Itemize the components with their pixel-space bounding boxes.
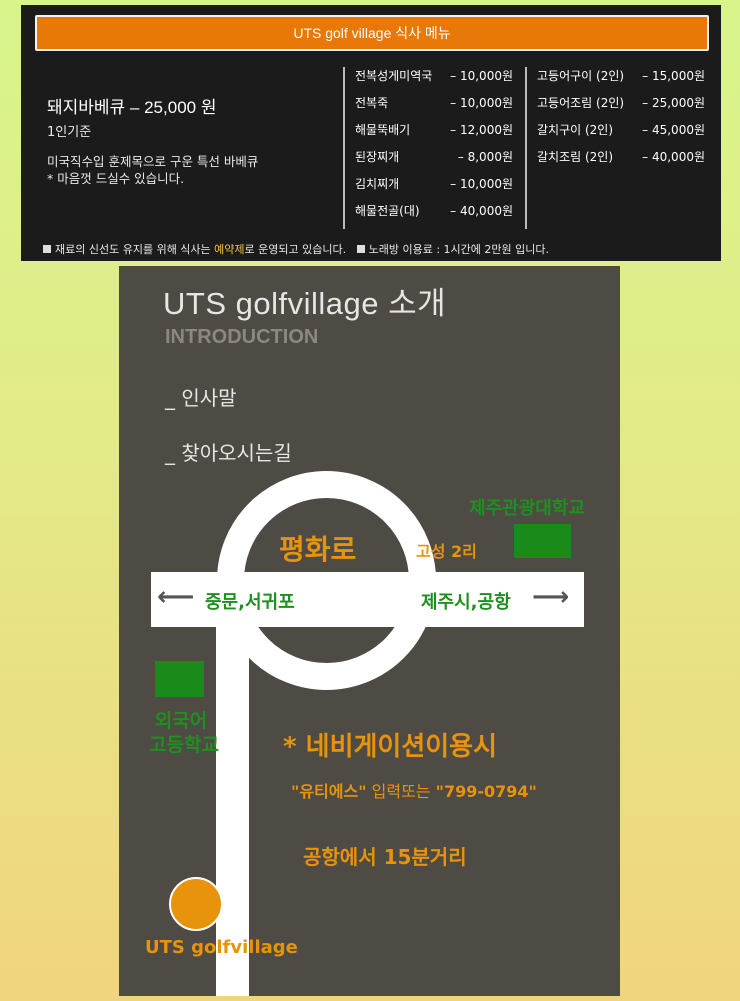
navi-keyword: "유티에스": [291, 782, 367, 801]
road-name-label: 평화로: [279, 533, 357, 566]
intro-title: UTS golfvillage 소개: [163, 286, 447, 321]
menu-item-price: – 10,000원: [450, 69, 513, 83]
main-dish-basis: 1인기준: [47, 125, 92, 140]
menu-item-name: 고등어조림 (2인): [537, 96, 625, 110]
menu-item-name: 갈치구이 (2인): [537, 123, 614, 137]
menu-panel: UTS golf village 식사 메뉴 돼지바베큐 – 25,000 원 …: [21, 5, 721, 261]
menu-item-price: – 8,000원: [457, 150, 513, 164]
navigation-hint: "유티에스" 입력또는 "799-0794": [291, 778, 537, 802]
uts-location-marker: [169, 877, 223, 931]
menu-footer: 재료의 신선도 유지를 위해 식사는 예약제로 운영되고 있습니다. 노래방 이…: [43, 241, 549, 257]
road-horizontal: [151, 572, 584, 627]
footer-note: 로 운영되고 있습니다.: [244, 243, 347, 256]
road-vertical: [216, 621, 249, 996]
menu-item-price: – 10,000원: [450, 96, 513, 110]
menu-item: 갈치조림 (2인) – 40,000원: [537, 148, 705, 175]
navi-phone: "799-0794": [435, 782, 537, 801]
navigation-title: * 네비게이션이용시: [283, 732, 498, 762]
menu-item: 된장찌개 – 8,000원: [355, 148, 513, 175]
menu-item-name: 된장찌개: [355, 150, 400, 164]
menu-item: 전복성게미역국 – 10,000원: [355, 67, 513, 94]
menu-item-name: 전복죽: [355, 96, 389, 110]
reservation-highlight: 예약제: [214, 243, 245, 256]
arrow-left-icon: ⟵: [157, 582, 195, 612]
menu-title: UTS golf village 식사 메뉴: [35, 15, 709, 51]
menu-item-price: – 40,000원: [642, 150, 705, 164]
menu-item-price: – 10,000원: [450, 177, 513, 191]
menu-item-price: – 45,000원: [642, 123, 705, 137]
arrow-right-icon: ⟶: [532, 582, 570, 612]
menu-item-price: – 40,000원: [450, 204, 513, 218]
menu-item-price: – 15,000원: [642, 69, 705, 83]
university-marker: [514, 524, 571, 558]
menu-item: 해물뚝배기 – 12,000원: [355, 121, 513, 148]
village-label: 고성 2리: [416, 542, 477, 561]
university-label: 제주관광대학교: [469, 498, 585, 519]
menu-item: 고등어구이 (2인) – 15,000원: [537, 67, 705, 94]
intro-subtitle: INTRODUCTION: [165, 326, 319, 348]
distance-label: 공항에서 15분거리: [303, 845, 467, 869]
main-dish: 돼지바베큐 – 25,000 원: [47, 98, 217, 117]
left-destination-label: 중문,서귀포: [205, 592, 295, 613]
menu-item-name: 해물전골(대): [355, 204, 420, 218]
menu-column-2: 고등어구이 (2인)– 15,000원 고등어조림 (2인)– 25,000원 …: [537, 67, 705, 175]
menu-item-name: 김치찌개: [355, 177, 400, 191]
menu-item-price: – 25,000원: [642, 96, 705, 110]
divider: [525, 67, 527, 229]
menu-item-name: 전복성게미역국: [355, 69, 433, 83]
main-dish-description: 미국직수입 훈제목으로 구운 특선 바베큐 * 마음껏 드실수 있습니다.: [47, 153, 347, 187]
menu-item-price: – 12,000원: [450, 123, 513, 137]
menu-item-name: 갈치조림 (2인): [537, 150, 614, 164]
school-label-line: 고등학교: [149, 734, 219, 756]
right-destination-label: 제주시,공항: [421, 592, 511, 613]
footer-note: 재료의 신선도 유지를 위해 식사는: [55, 243, 215, 256]
menu-item-name: 해물뚝배기: [355, 123, 411, 137]
uts-location-label: UTS golfvillage: [145, 937, 298, 958]
menu-item: 해물전골(대) – 40,000원: [355, 202, 513, 229]
main-desc-line: * 마음껏 드실수 있습니다.: [47, 171, 185, 186]
directions-link[interactable]: _ 찾아오시는길: [165, 441, 292, 465]
menu-item: 갈치구이 (2인) – 45,000원: [537, 121, 705, 148]
karaoke-note: 노래방 이용료 : 1시간에 2만원 입니다.: [368, 243, 549, 256]
school-label: 외국어 고등학교: [149, 709, 219, 757]
school-marker: [155, 661, 204, 697]
bullet-square-icon: [43, 245, 51, 253]
divider: [343, 67, 345, 229]
menu-item: 고등어조림 (2인) – 25,000원: [537, 94, 705, 121]
intro-panel: UTS golfvillage 소개 INTRODUCTION _ 인사말 _ …: [119, 266, 620, 996]
greeting-link[interactable]: _ 인사말: [165, 386, 237, 410]
menu-item: 김치찌개 – 10,000원: [355, 175, 513, 202]
menu-item-name: 고등어구이 (2인): [537, 69, 625, 83]
bullet-square-icon: [356, 245, 365, 253]
school-label-line: 외국어: [154, 710, 208, 732]
menu-column-1: 전복성게미역국 – 10,000원 전복죽 – 10,000원 해물뚝배기 – 12,…: [355, 67, 513, 229]
main-desc-line: 미국직수입 훈제목으로 구운 특선 바베큐: [47, 154, 259, 169]
navi-hint-text: 입력또는: [366, 782, 436, 801]
menu-item: 전복죽 – 10,000원: [355, 94, 513, 121]
